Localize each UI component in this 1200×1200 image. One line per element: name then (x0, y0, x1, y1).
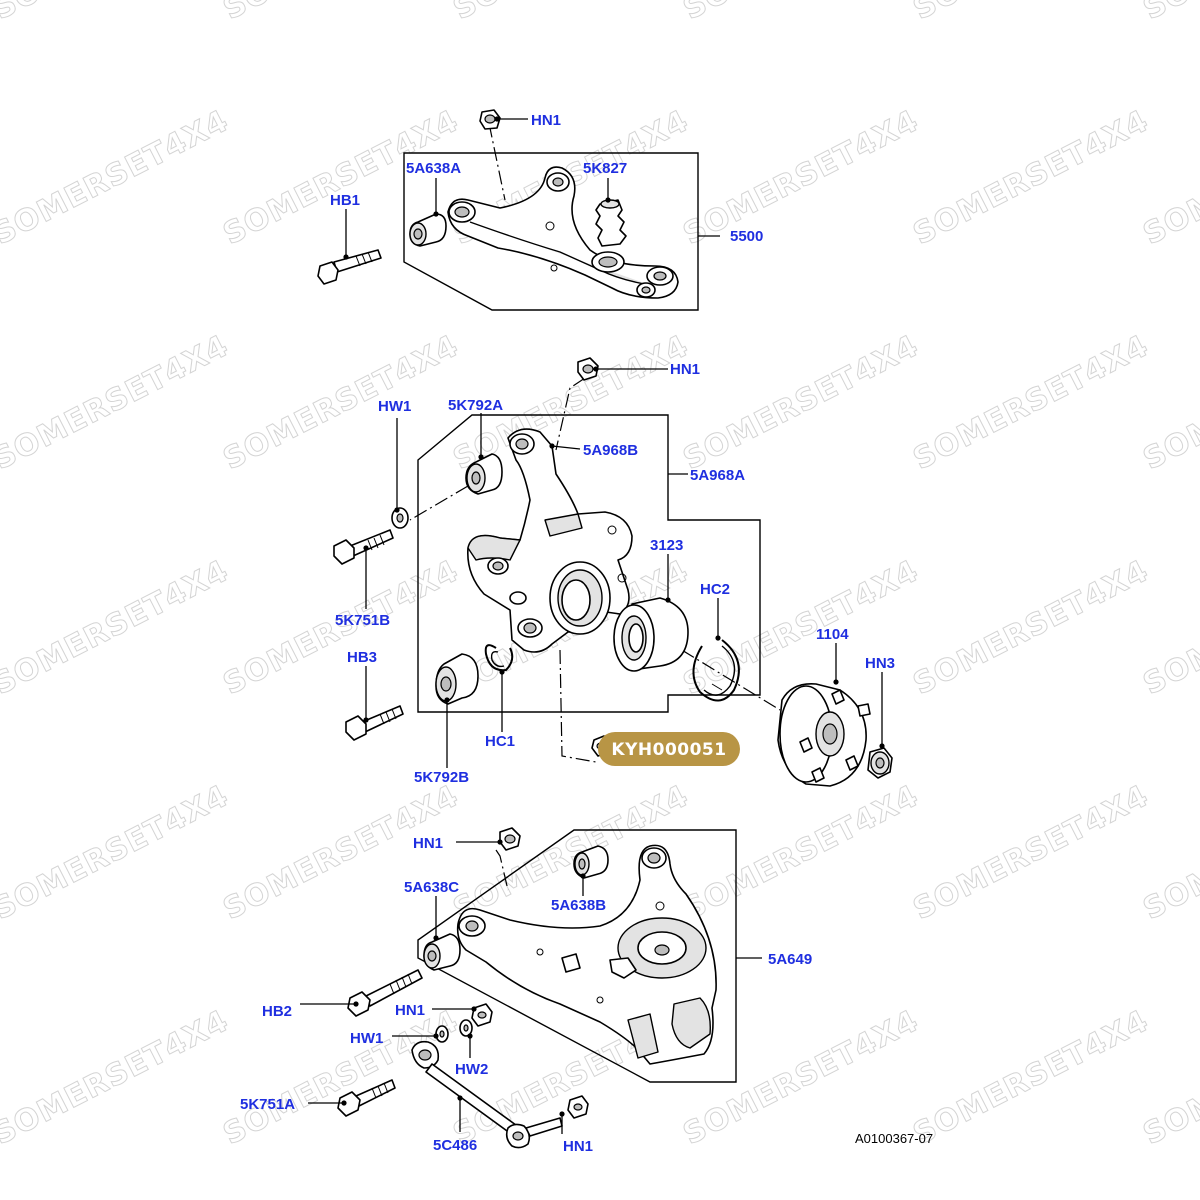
label-5a638b: 5A638B (551, 897, 606, 914)
hub-1104 (777, 683, 871, 787)
label-hn1-lower: HN1 (413, 835, 443, 852)
nut-hn1-upper (479, 109, 501, 130)
label-hw1-low: HW1 (350, 1030, 383, 1047)
part-labels: HN1 5A638A 5K827 HB1 5500 HN1 HW1 5K792A… (240, 112, 895, 1155)
label-hb1: HB1 (330, 192, 360, 209)
label-5a968a: 5A968A (690, 467, 745, 484)
washer-hw2 (459, 1019, 473, 1037)
nut-hn1-lower (499, 827, 521, 851)
washer-hw1-low (435, 1025, 449, 1043)
label-hc2: HC2 (700, 581, 730, 598)
frame-5a968a (417, 414, 761, 713)
washer-hw1-top (391, 507, 409, 529)
label-5c486: 5C486 (433, 1137, 477, 1154)
upper-arm-assembly (317, 109, 720, 311)
label-5k792a: 5K792A (448, 397, 503, 414)
watermark-text: SOMERSET4X4 (678, 0, 925, 27)
label-hw1-top: HW1 (378, 398, 411, 415)
frame-5a649 (417, 829, 737, 1083)
watermark-text: SOMERSET4X4 (0, 0, 234, 27)
drawing-reference: A0100367-07 (855, 1131, 933, 1146)
badge-text: KYH000051 (611, 740, 726, 760)
watermark-text: SOMERSET4X4 (218, 328, 465, 477)
watermark-text: SOMERSET4X4 (0, 103, 234, 252)
lower-control-arm-5a649 (456, 844, 717, 1065)
bolt-hb2 (347, 969, 423, 1017)
label-5a638a: 5A638A (406, 160, 461, 177)
watermark-text: SOMERSET4X4 (1138, 0, 1200, 27)
watermark-text: SOMERSET4X4 (0, 1003, 234, 1152)
label-5a649: 5A649 (768, 951, 812, 968)
watermark-text: SOMERSET4X4 (678, 103, 925, 252)
nut-hn1-link (471, 1003, 493, 1027)
watermark-text: SOMERSET4X4 (218, 1003, 465, 1152)
label-5500: 5500 (730, 228, 763, 245)
watermark-text: SOMERSET4X4 (908, 328, 1155, 477)
watermark-text: SOMERSET4X4 (448, 0, 695, 27)
bushing-5a638c (423, 933, 461, 971)
label-5k751a: 5K751A (240, 1096, 295, 1113)
knuckle-5a968b (467, 428, 633, 653)
label-hb2: HB2 (262, 1003, 292, 1020)
watermark-text: SOMERSET4X4 (678, 553, 925, 702)
nut-hn3 (867, 747, 893, 779)
lower-arm-assembly (300, 827, 762, 1149)
label-hn1-bottom: HN1 (563, 1138, 593, 1155)
nut-hn1-mid (577, 357, 599, 381)
label-3123: 3123 (650, 537, 683, 554)
bolt-hb1 (317, 249, 382, 285)
watermark-text: SOMERSET4X4 (908, 1003, 1155, 1152)
circlip-hc2 (692, 639, 740, 702)
label-5a968b: 5A968B (583, 442, 638, 459)
upper-control-arm (447, 166, 679, 299)
bolt-hb3 (345, 705, 404, 741)
watermark-text: SOMERSET4X4 (678, 778, 925, 927)
watermark-text: SOMERSET4X4 (678, 1003, 925, 1152)
watermark-text: SOMERSET4X4 (908, 103, 1155, 252)
label-hn1-mid: HN1 (670, 361, 700, 378)
label-hn3: HN3 (865, 655, 895, 672)
label-5k792b: 5K792B (414, 769, 469, 786)
label-hn1-link: HN1 (395, 1002, 425, 1019)
watermark-text: SOMERSET4X4 (908, 553, 1155, 702)
label-5a638c: 5A638C (404, 879, 459, 896)
label-1104: 1104 (816, 626, 849, 643)
bushing-5k792b (435, 653, 479, 705)
bushing-5k792a (465, 453, 503, 495)
circlip-hc1 (484, 644, 514, 672)
label-hn1-upper: HN1 (531, 112, 561, 129)
watermark-text: SOMERSET4X4 (218, 0, 465, 27)
watermark-text: SOMERSET4X4 (0, 778, 234, 927)
label-hb3: HB3 (347, 649, 377, 666)
label-5k827: 5K827 (583, 160, 627, 177)
bushing-5a638a (409, 213, 447, 247)
watermark-text: SOMERSET4X4 (678, 328, 925, 477)
nut-hn1-bottom (567, 1095, 589, 1119)
label-hw2: HW2 (455, 1061, 488, 1078)
watermark-text: SOMERSET4X4 (908, 0, 1155, 27)
link-5c486 (411, 1040, 563, 1149)
part-code-badge: KYH000051 (598, 732, 740, 766)
watermark-text: SOMERSET4X4 (908, 778, 1155, 927)
watermark-text: SOMERSET4X4 (218, 778, 465, 927)
label-hc1: HC1 (485, 733, 515, 750)
knuckle-assembly (333, 357, 893, 787)
label-5k751b: 5K751B (335, 612, 390, 629)
bolt-5k751b (333, 529, 394, 565)
watermark-text: SOMERSET4X4 (0, 553, 234, 702)
frame-5500 (403, 152, 699, 311)
bolt-5k751a (337, 1079, 396, 1117)
watermark-text: SOMERSET4X4 (0, 328, 234, 477)
bushing-5a638b (573, 845, 609, 879)
bump-stop-5k827 (595, 199, 627, 247)
bearing-3123 (613, 597, 689, 672)
